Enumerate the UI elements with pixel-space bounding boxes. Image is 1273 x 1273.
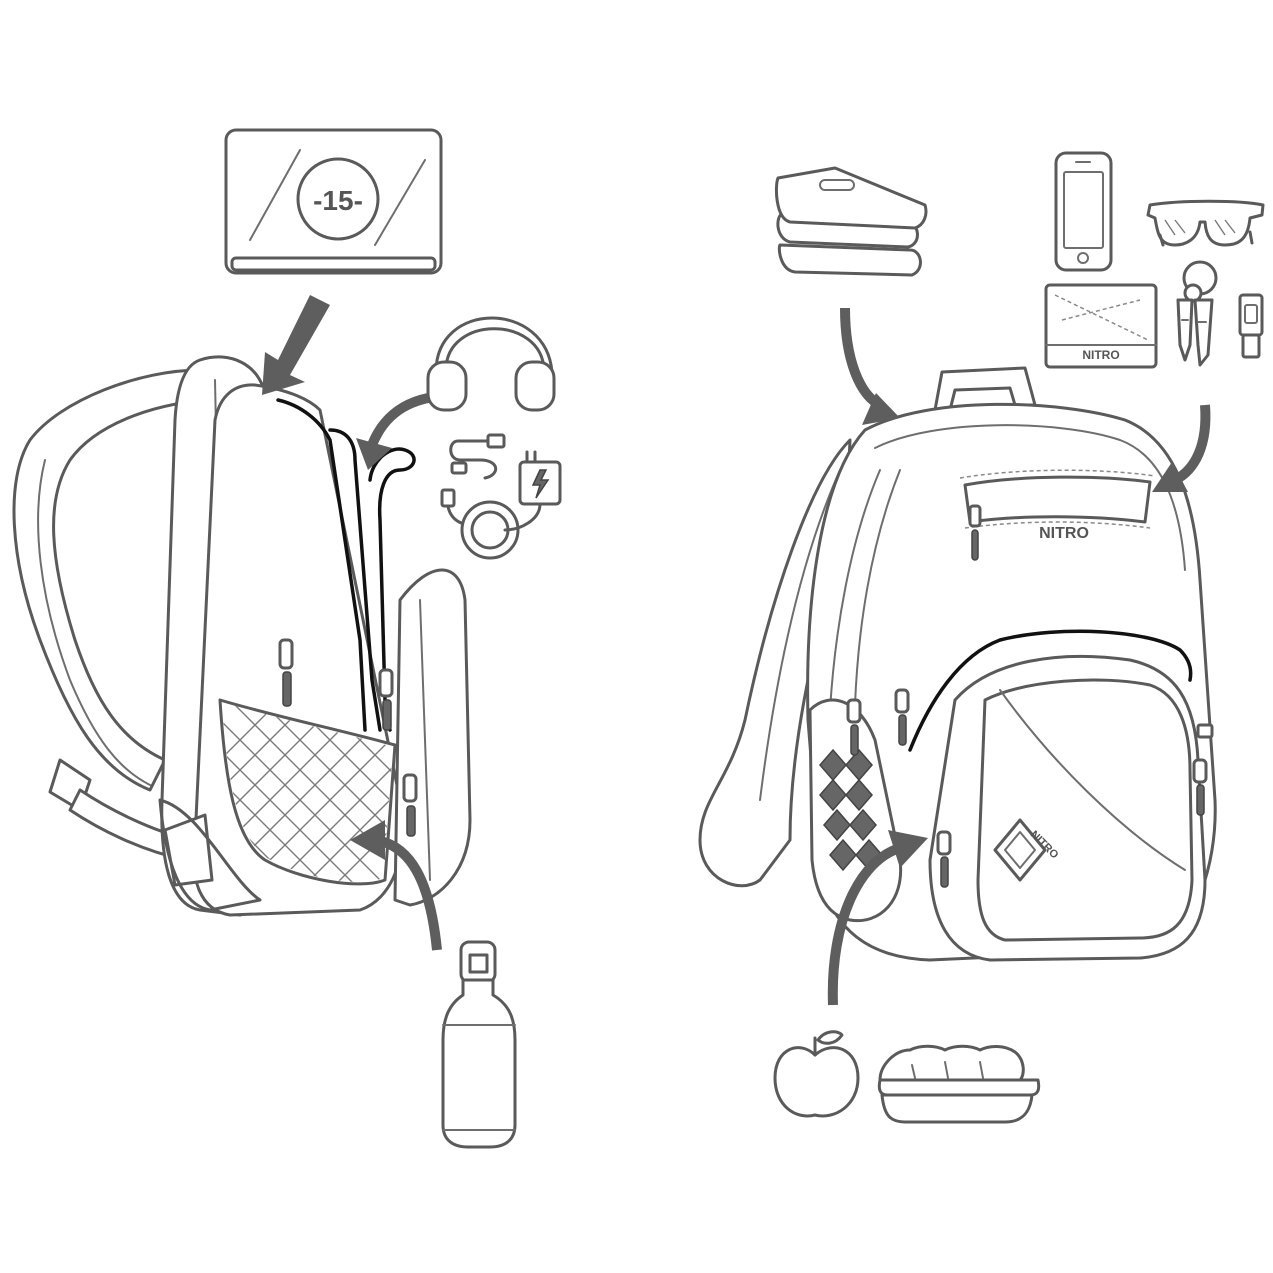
right-backpack-front-view: NITRO NITRO — [698, 366, 1217, 962]
tablet-badge-text: -15- — [313, 185, 363, 216]
charger-icon — [503, 450, 562, 532]
front-pocket-opening — [908, 629, 1193, 752]
phone-icon — [1054, 151, 1113, 272]
mesh-pattern — [222, 702, 393, 882]
shoulder-strap — [12, 368, 207, 792]
nitro-logo-wallet: NITRO — [1082, 348, 1119, 362]
wallet-icon: NITRO — [1044, 283, 1158, 369]
water-bottle-icon — [441, 940, 517, 1149]
sandwich-icon — [877, 1044, 1041, 1124]
sunglasses-icon — [1146, 199, 1265, 247]
laptop-compartment-opening — [276, 398, 367, 732]
arrow-books-to-main — [840, 307, 900, 425]
left-backpack-side-view — [12, 355, 472, 917]
arrow-food-to-side-pocket — [827, 830, 928, 1006]
zipper-pulls — [278, 638, 418, 837]
arrow-headphones-to-sleeve — [356, 393, 430, 470]
books-icon — [775, 166, 928, 277]
arrow-accessories-to-top-pocket — [1152, 404, 1211, 492]
tablet-icon: -15- — [224, 128, 443, 275]
arrow-tablet-to-laptop — [262, 295, 330, 395]
headphones-icon — [426, 316, 556, 412]
keys-icon — [1176, 260, 1218, 367]
arrow-bottle-to-mesh — [350, 820, 442, 951]
apple-icon — [773, 1030, 860, 1118]
usb-cable-icon — [440, 433, 520, 560]
upper-zip-pocket — [963, 475, 1152, 524]
nitro-logo-main: NITRO — [1039, 525, 1089, 542]
front-shoulder-strap — [698, 438, 852, 888]
front-zipper-pulls — [846, 504, 1214, 888]
usb-stick-icon — [1238, 293, 1264, 359]
